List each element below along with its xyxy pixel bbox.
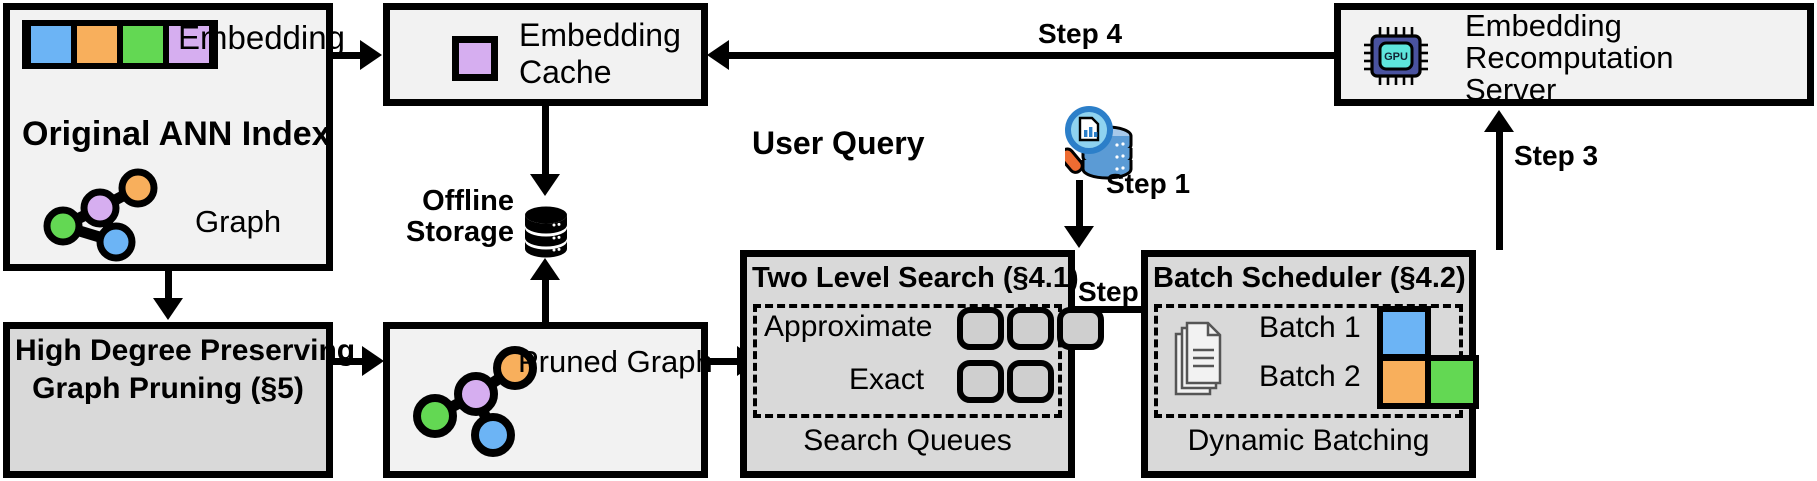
exact-queue-cells[interactable] [957,360,1054,403]
offline-storage-label-line2: Storage [406,216,514,248]
pruned-graph-label: Pruned Graph [518,344,713,379]
graph-pruning-title-line2: Graph Pruning (§5) [32,372,304,405]
batch-1-label: Batch 1 [1259,311,1361,344]
queue-cell[interactable] [1007,360,1054,403]
step3-label: Step 3 [1514,140,1599,171]
arrow-step3-line [1496,130,1503,250]
two-level-search-title: Two Level Search (§4.1) [752,262,1079,294]
approximate-queue-cells[interactable] [957,307,1104,350]
embedding-cache-title-line2: Cache [519,54,612,90]
batch-scheduler-title: Batch Scheduler (§4.2) [1153,262,1466,294]
recomputation-server-line3: Server [1465,72,1557,107]
arrow-pruned-to-storage-head [530,258,560,280]
embedding-swatch-strip [22,20,218,69]
batch-1-swatches [1377,306,1431,360]
batch-swatch-blue [1383,312,1425,354]
approximate-queue-label: Approximate [764,310,933,343]
arrow-cache-to-storage-head [530,174,560,196]
arrow-step4-head [707,40,729,70]
arrow-pruning-to-pruned-head [362,346,384,376]
step1-label: Step 1 [1106,168,1191,199]
offline-storage-label-line1: Offline [422,185,514,217]
embedding-swatch-green [120,26,166,63]
arrow-step4-line [725,52,1335,59]
embedding-cache-swatch [452,36,498,81]
exact-queue-label: Exact [849,363,925,396]
user-query-label: User Query [752,125,925,161]
arrow-step3-head [1484,110,1514,132]
embedding-swatch-purple [166,26,212,63]
embedding-swatch-blue [28,26,74,63]
original-graph-icon [43,168,158,262]
arrow-cache-to-storage-line [542,106,549,176]
batch-swatch-green [1428,361,1473,403]
queue-cell[interactable] [1007,307,1054,350]
queue-cell[interactable] [1057,307,1104,350]
arrow-step2-line [1075,306,1145,313]
pruned-graph-icon [413,346,537,457]
graph-pruning-title-line1: High Degree Preserving [15,334,356,367]
documents-icon [1174,321,1222,396]
embedding-swatch-orange [74,26,120,63]
recomputation-server-line2: Recomputation [1465,40,1674,75]
dynamic-batching-footer: Dynamic Batching [1187,424,1430,457]
queue-cell[interactable] [957,360,1004,403]
graph-label: Graph [195,204,282,239]
arrow-step1-head [1064,226,1094,248]
graph-pruning-box [3,322,333,478]
recomputation-server-line1: Embedding [1465,8,1622,43]
batch-2-swatches [1377,355,1479,409]
gpu-icon-text: GPU [1384,51,1408,63]
step4-label: Step 4 [1038,18,1123,49]
original-ann-index-title: Original ANN Index [22,115,331,153]
database-icon [525,206,567,258]
queue-cell[interactable] [957,307,1004,350]
embedding-cache-title-line1: Embedding [519,17,681,53]
batch-swatch-orange [1383,361,1428,403]
arrow-pruned-to-search-line [708,358,740,365]
arrow-index-to-cache-head [360,40,382,70]
search-queues-group [753,304,1062,418]
query-search-database-icon [1065,106,1133,180]
batch-2-label: Batch 2 [1259,360,1361,393]
arrow-index-to-cache-line [333,52,363,59]
arrow-pruned-to-storage-line [542,280,549,322]
arrow-step1-line [1076,180,1083,228]
arrow-index-to-pruning-line [165,271,172,301]
embedding-cache-box [383,3,708,106]
gpu-chip-icon: GPU [1364,27,1428,85]
search-queues-footer: Search Queues [803,424,1012,457]
arrow-pruning-to-pruned-line [333,358,365,365]
arrow-index-to-pruning-head [153,298,183,320]
embedding-label: Embedding [178,19,345,56]
